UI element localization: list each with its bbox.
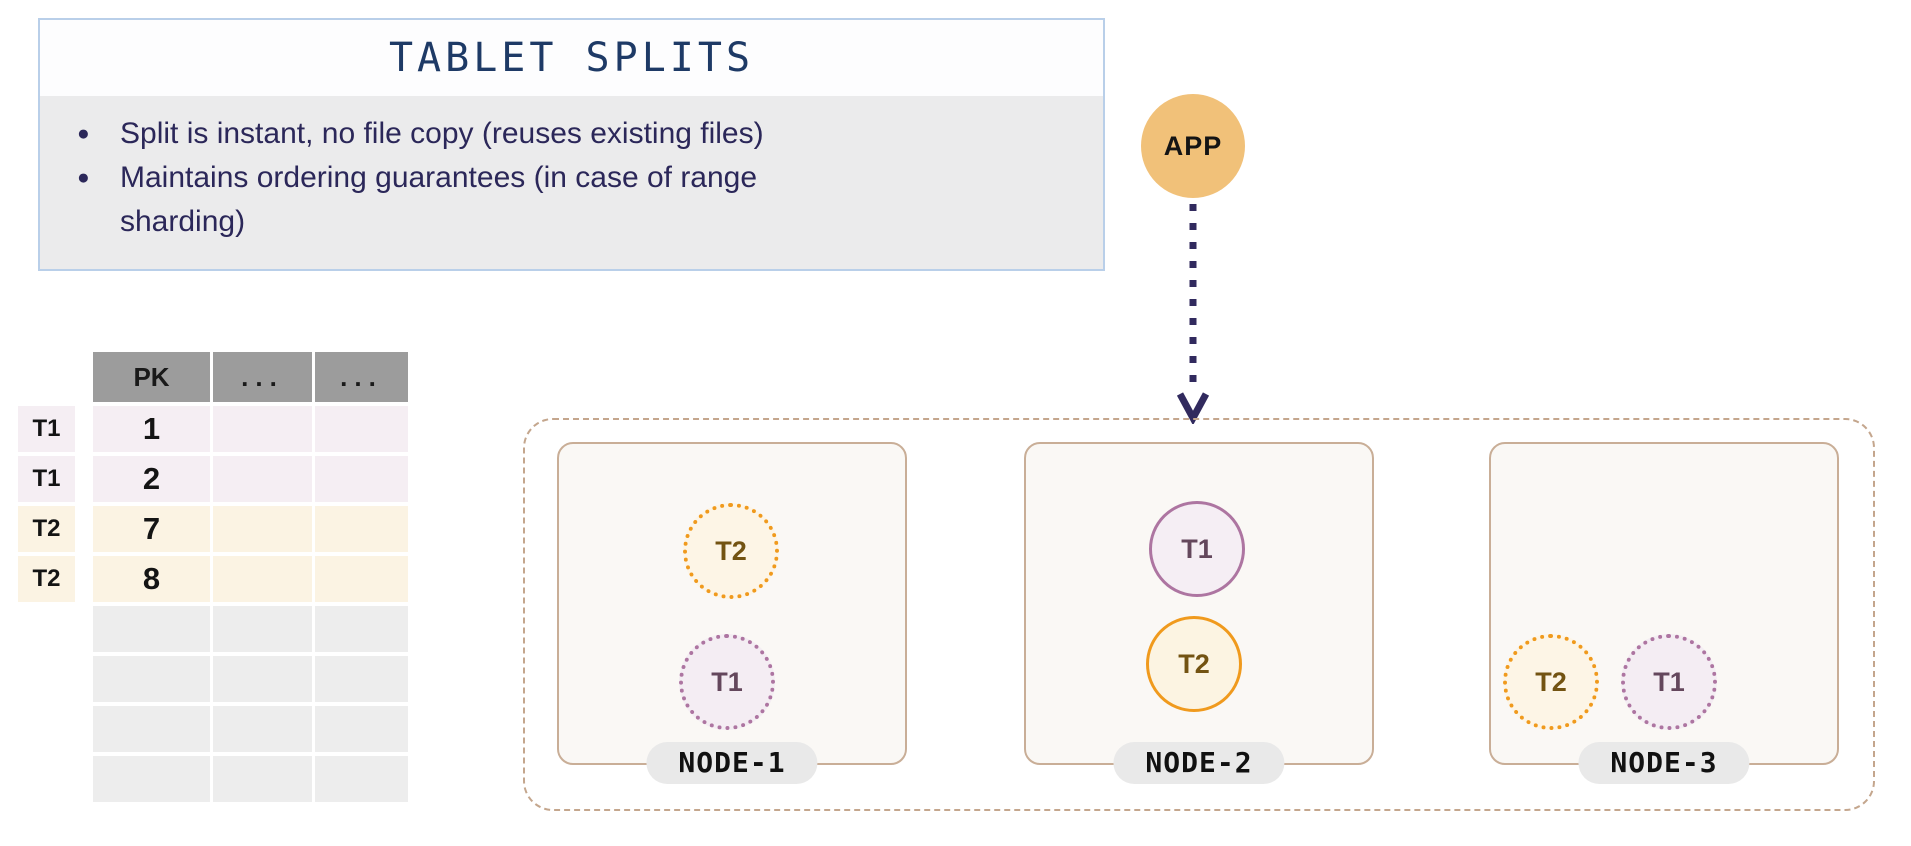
- node-label-pill: NODE-2: [1113, 742, 1285, 784]
- bullet-item: Maintains ordering guarantees (in case o…: [77, 156, 1103, 244]
- empty-cell: [315, 756, 408, 802]
- row-label-spacer: [18, 656, 75, 702]
- empty-cell: [315, 606, 408, 652]
- page-title: TABLET SPLITS: [388, 35, 755, 81]
- tablet-t2-leader: T2: [1146, 616, 1242, 712]
- empty-cell: [93, 756, 210, 802]
- table-row-empty: [18, 756, 411, 802]
- header-cell-ellipsis: ...: [213, 352, 312, 402]
- tablet-label: T2: [1178, 648, 1210, 679]
- pk-cell: 8: [93, 556, 210, 602]
- empty-cell: [213, 706, 312, 752]
- header-spacer: [18, 352, 75, 402]
- node-box-2: T1 T2 NODE-2: [1024, 442, 1374, 784]
- table-row: T2 7: [18, 506, 411, 552]
- tablet-t1-replica: T1: [679, 634, 775, 730]
- bullet-text: sharding): [120, 205, 246, 238]
- cluster-container: T2 T1 NODE-1 T1 T2 NODE-2 T2 T1 NODE-3: [523, 418, 1875, 811]
- table-header-row: PK ... ...: [18, 352, 411, 402]
- tablet-t1-replica: T1: [1621, 634, 1717, 730]
- empty-cell: [315, 456, 408, 502]
- row-label-cell: T2: [18, 506, 75, 552]
- info-panel-body: Split is instant, no file copy (reuses e…: [40, 96, 1103, 269]
- table-row: T1 1: [18, 406, 411, 452]
- arrow-down-icon: [1176, 204, 1210, 424]
- row-label-spacer: [18, 706, 75, 752]
- app-label: APP: [1163, 130, 1223, 161]
- table-row-empty: [18, 656, 411, 702]
- bullet-text: Split is instant, no file copy (reuses e…: [120, 117, 764, 150]
- row-label-cell: T1: [18, 406, 75, 452]
- bullet-text: Maintains ordering guarantees (in case o…: [120, 161, 758, 194]
- bullet-list: Split is instant, no file copy (reuses e…: [40, 112, 1103, 244]
- empty-cell: [213, 556, 312, 602]
- empty-cell: [213, 606, 312, 652]
- row-label-cell: T2: [18, 556, 75, 602]
- tablet-label: T2: [1535, 666, 1567, 697]
- empty-cell: [213, 456, 312, 502]
- node-box-3: T2 T1 NODE-3: [1489, 442, 1839, 784]
- empty-cell: [213, 406, 312, 452]
- empty-cell: [93, 706, 210, 752]
- empty-cell: [315, 656, 408, 702]
- empty-cell: [213, 656, 312, 702]
- empty-cell: [213, 506, 312, 552]
- tablet-label: T2: [715, 535, 747, 566]
- pk-cell: 2: [93, 456, 210, 502]
- empty-cell: [315, 506, 408, 552]
- header-cell-ellipsis: ...: [315, 352, 408, 402]
- row-label-spacer: [18, 606, 75, 652]
- table-row-empty: [18, 706, 411, 752]
- tablet-label: T1: [711, 666, 743, 697]
- tablet-t2-replica: T2: [1503, 634, 1599, 730]
- row-label-spacer: [18, 756, 75, 802]
- tablet-t2-replica: T2: [683, 503, 779, 599]
- table-row-empty: [18, 606, 411, 652]
- tablet-t1-leader: T1: [1149, 501, 1245, 597]
- table-row: T2 8: [18, 556, 411, 602]
- tablet-label: T1: [1181, 533, 1213, 564]
- empty-cell: [315, 406, 408, 452]
- empty-cell: [315, 556, 408, 602]
- bullet-item: Split is instant, no file copy (reuses e…: [77, 112, 1103, 156]
- header-cell-pk: PK: [93, 352, 210, 402]
- data-table: PK ... ... T1 1 T1 2 T2 7 T2 8: [18, 352, 411, 806]
- node-label-pill: NODE-3: [1578, 742, 1750, 784]
- pk-cell: 7: [93, 506, 210, 552]
- pk-cell: 1: [93, 406, 210, 452]
- empty-cell: [93, 656, 210, 702]
- node-box-1: T2 T1 NODE-1: [557, 442, 907, 784]
- app-node: APP: [1141, 94, 1245, 198]
- empty-cell: [213, 756, 312, 802]
- tablet-label: T1: [1653, 666, 1685, 697]
- row-label-cell: T1: [18, 456, 75, 502]
- empty-cell: [315, 706, 408, 752]
- node-label-pill: NODE-1: [646, 742, 818, 784]
- empty-cell: [93, 606, 210, 652]
- table-row: T1 2: [18, 456, 411, 502]
- info-panel: TABLET SPLITS Split is instant, no file …: [38, 18, 1105, 271]
